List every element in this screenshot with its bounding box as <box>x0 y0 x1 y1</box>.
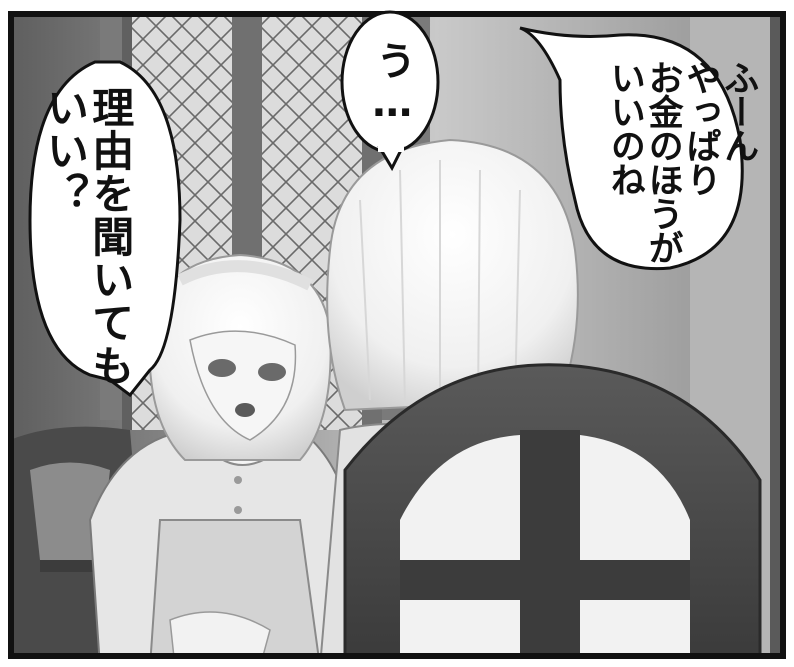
speech-text-left: 理由を聞いても いい？ <box>40 86 135 387</box>
speech-text-middle: う… <box>369 40 416 126</box>
speech-bubble-right <box>519 26 744 271</box>
speech-text-right: ふーん やっぱり お金のほうが いいのね <box>604 60 759 264</box>
speech-bubble-middle <box>340 10 440 172</box>
front-chair <box>343 363 762 667</box>
speech-bubble-left <box>28 60 182 398</box>
